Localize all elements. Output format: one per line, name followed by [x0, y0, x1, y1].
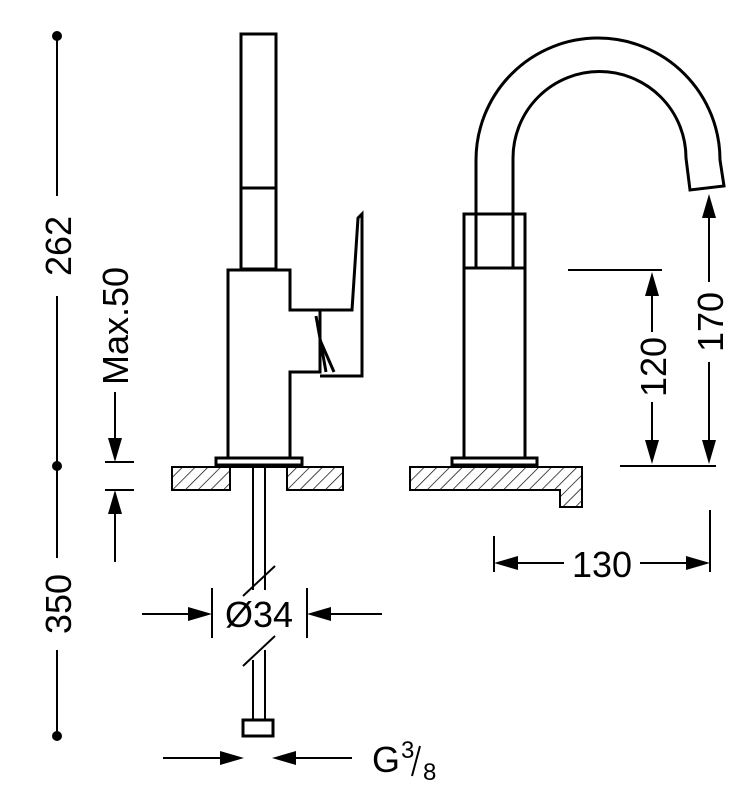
- dimension-connection-g: G: [372, 739, 400, 780]
- countertop-side: [409, 466, 583, 508]
- countertop-front: [171, 466, 344, 491]
- dimension-connection-denominator: 8: [423, 759, 436, 786]
- left-dimension-line: [52, 31, 62, 741]
- dimension-120: 120: [633, 337, 674, 397]
- height-dimensions: [568, 194, 716, 467]
- dimension-max50: Max.50: [95, 267, 136, 385]
- hose-connector: [241, 718, 275, 738]
- reach-dimension: [493, 510, 711, 572]
- dimension-diameter-34: Ø34: [225, 594, 293, 635]
- faucet-side-view: [450, 36, 726, 467]
- dimension-dot-middle: [52, 461, 62, 471]
- dimension-170: 170: [690, 292, 731, 352]
- dimension-130: 130: [572, 544, 632, 585]
- counter-thickness-dimension: [105, 392, 134, 562]
- dimension-dot-top: [52, 31, 62, 41]
- supply-hose: [241, 466, 276, 738]
- dimension-connection-numerator: 3: [401, 737, 414, 764]
- faucet-front-view: [214, 32, 364, 467]
- dimension-dot-bottom: [52, 731, 62, 741]
- dimension-350: 350: [38, 574, 79, 634]
- connection-dimension: [163, 751, 352, 765]
- diameter-dimension: [142, 588, 382, 638]
- dimension-262: 262: [38, 216, 79, 276]
- fraction-slash: [411, 745, 421, 777]
